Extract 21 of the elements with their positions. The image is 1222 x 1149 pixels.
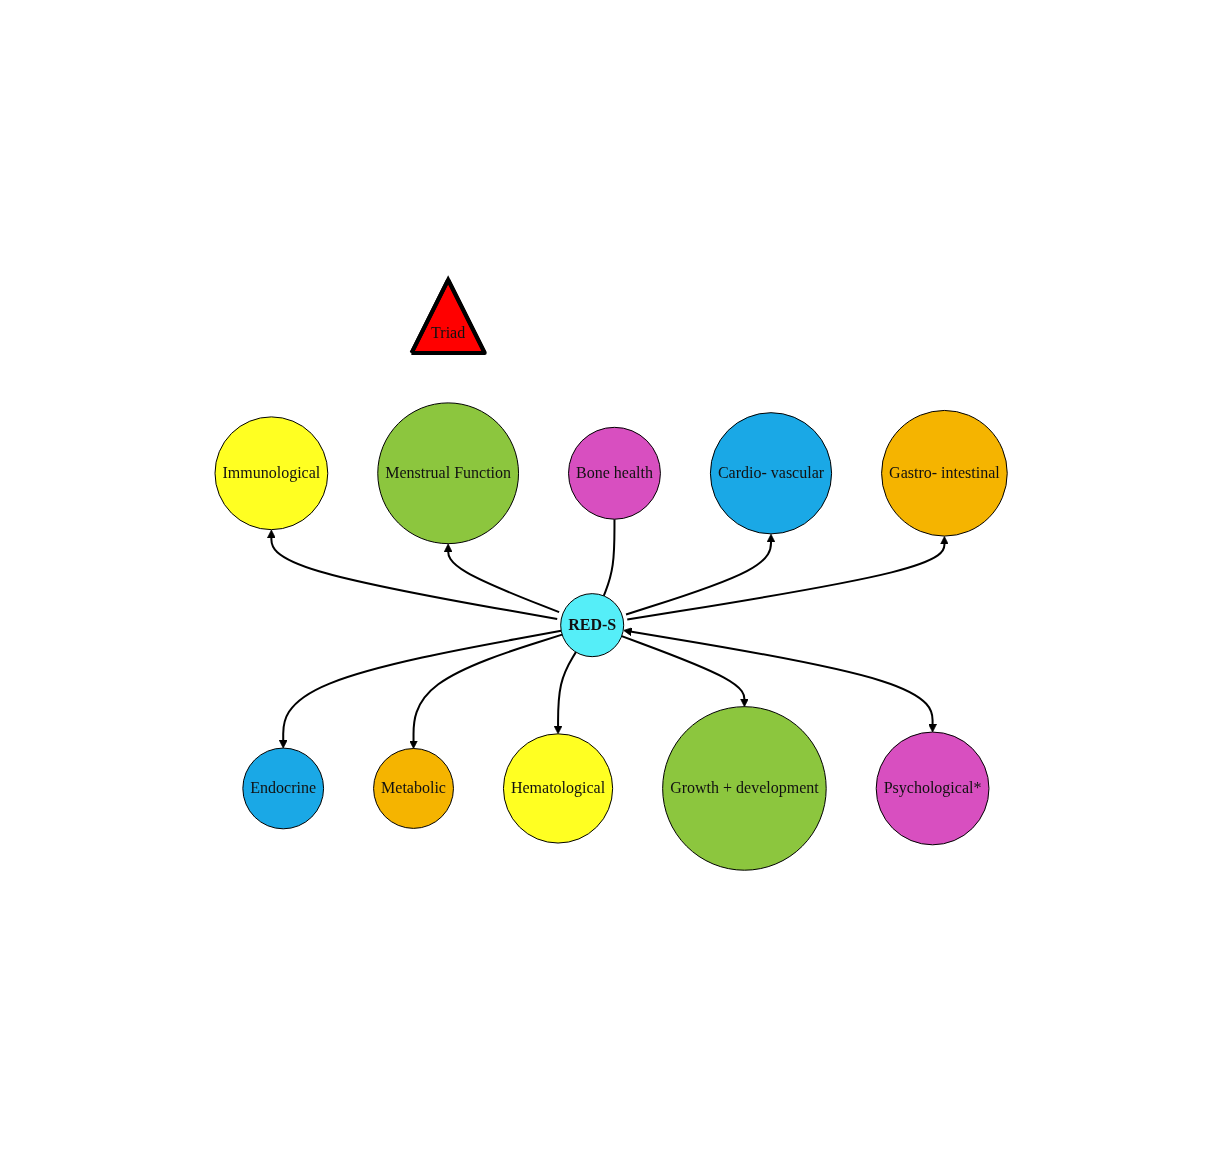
node-circle: Bone health (567, 426, 661, 520)
connector (602, 517, 616, 597)
node-circle: Endocrine (242, 747, 324, 829)
node-circle: Metabolic (372, 747, 454, 829)
arrow (278, 629, 563, 748)
arrow (623, 626, 937, 732)
node-circle: Growth + development (662, 705, 827, 871)
arrow (620, 634, 749, 707)
node-circle: Psychological* (875, 731, 990, 845)
node-circle: Menstrual Function (377, 401, 519, 544)
node-circle: Gastro- intestinal (880, 409, 1008, 537)
arrow (553, 650, 577, 734)
arrow (624, 533, 776, 615)
arrow (626, 535, 949, 621)
node-circle: Hematological (502, 732, 614, 844)
arrow (409, 633, 563, 749)
node-circle: Immunological (214, 415, 329, 530)
node-circle: Cardio- vascular (709, 411, 832, 534)
node-circle: RED-S (560, 592, 625, 657)
arrow (443, 543, 560, 613)
arrow (266, 529, 559, 620)
